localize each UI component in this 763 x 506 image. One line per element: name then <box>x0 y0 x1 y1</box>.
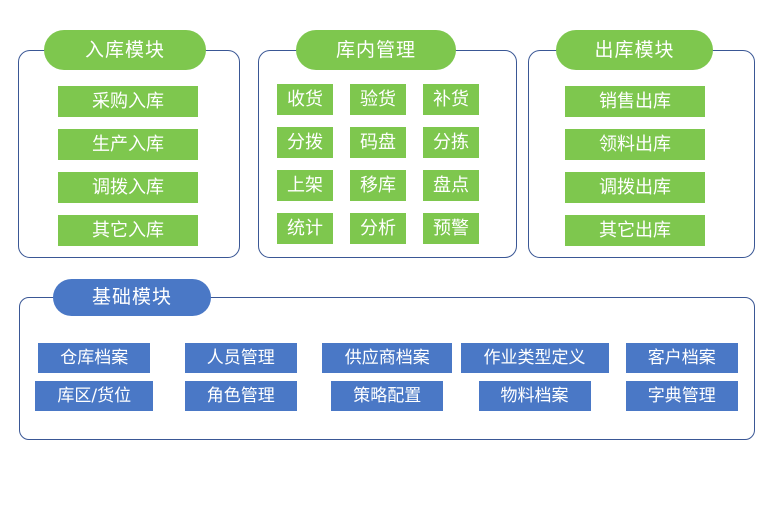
outbound-item-list: 销售出库 领料出库 调拨出库 其它出库 <box>565 86 705 246</box>
inbound-module-container: 入库模块 采购入库 生产入库 调拨入库 其它入库 <box>18 30 240 258</box>
warehouse-item: 盘点 <box>423 170 479 201</box>
outbound-item: 调拨出库 <box>565 172 705 203</box>
outbound-module-header: 出库模块 <box>556 30 713 70</box>
warehouse-item-grid: 收货 验货 补货 分拨 码盘 分拣 上架 移库 盘点 统计 分析 预警 <box>277 84 479 244</box>
outbound-module-container: 出库模块 销售出库 领料出库 调拨出库 其它出库 <box>528 30 755 258</box>
inbound-item: 调拨入库 <box>58 172 198 203</box>
warehouse-item: 验货 <box>350 84 406 115</box>
inbound-item: 生产入库 <box>58 129 198 160</box>
base-item: 物料档案 <box>478 381 591 411</box>
warehouse-item: 预警 <box>423 213 479 244</box>
inbound-module-header: 入库模块 <box>44 30 206 70</box>
warehouse-item: 补货 <box>423 84 479 115</box>
inbound-item: 其它入库 <box>58 215 198 246</box>
warehouse-item: 移库 <box>350 170 406 201</box>
base-item-grid: 仓库档案 人员管理 供应商档案 作业类型定义 客户档案 库区/货位 角色管理 策… <box>21 343 755 411</box>
warehouse-item: 码盘 <box>350 127 406 158</box>
warehouse-item: 上架 <box>277 170 333 201</box>
warehouse-item: 收货 <box>277 84 333 115</box>
base-item: 角色管理 <box>184 381 297 411</box>
outbound-item: 销售出库 <box>565 86 705 117</box>
warehouse-module-header: 库内管理 <box>296 30 456 70</box>
base-module-header: 基础模块 <box>53 279 211 316</box>
base-item: 作业类型定义 <box>460 343 609 373</box>
outbound-item: 领料出库 <box>565 129 705 160</box>
base-item: 人员管理 <box>184 343 297 373</box>
warehouse-item: 统计 <box>277 213 333 244</box>
base-item: 策略配置 <box>331 381 444 411</box>
base-item: 仓库档案 <box>38 343 151 373</box>
inbound-item-list: 采购入库 生产入库 调拨入库 其它入库 <box>58 86 198 246</box>
outbound-item: 其它出库 <box>565 215 705 246</box>
warehouse-module-container: 库内管理 收货 验货 补货 分拨 码盘 分拣 上架 移库 盘点 统计 分析 预警 <box>258 30 517 258</box>
base-item: 供应商档案 <box>322 343 453 373</box>
base-item: 字典管理 <box>625 381 738 411</box>
warehouse-item: 分拣 <box>423 127 479 158</box>
inbound-item: 采购入库 <box>58 86 198 117</box>
base-module-container: 基础模块 仓库档案 人员管理 供应商档案 作业类型定义 客户档案 库区/货位 角… <box>19 279 755 440</box>
base-item: 库区/货位 <box>35 381 154 411</box>
warehouse-item: 分拨 <box>277 127 333 158</box>
base-item: 客户档案 <box>625 343 738 373</box>
warehouse-item: 分析 <box>350 213 406 244</box>
